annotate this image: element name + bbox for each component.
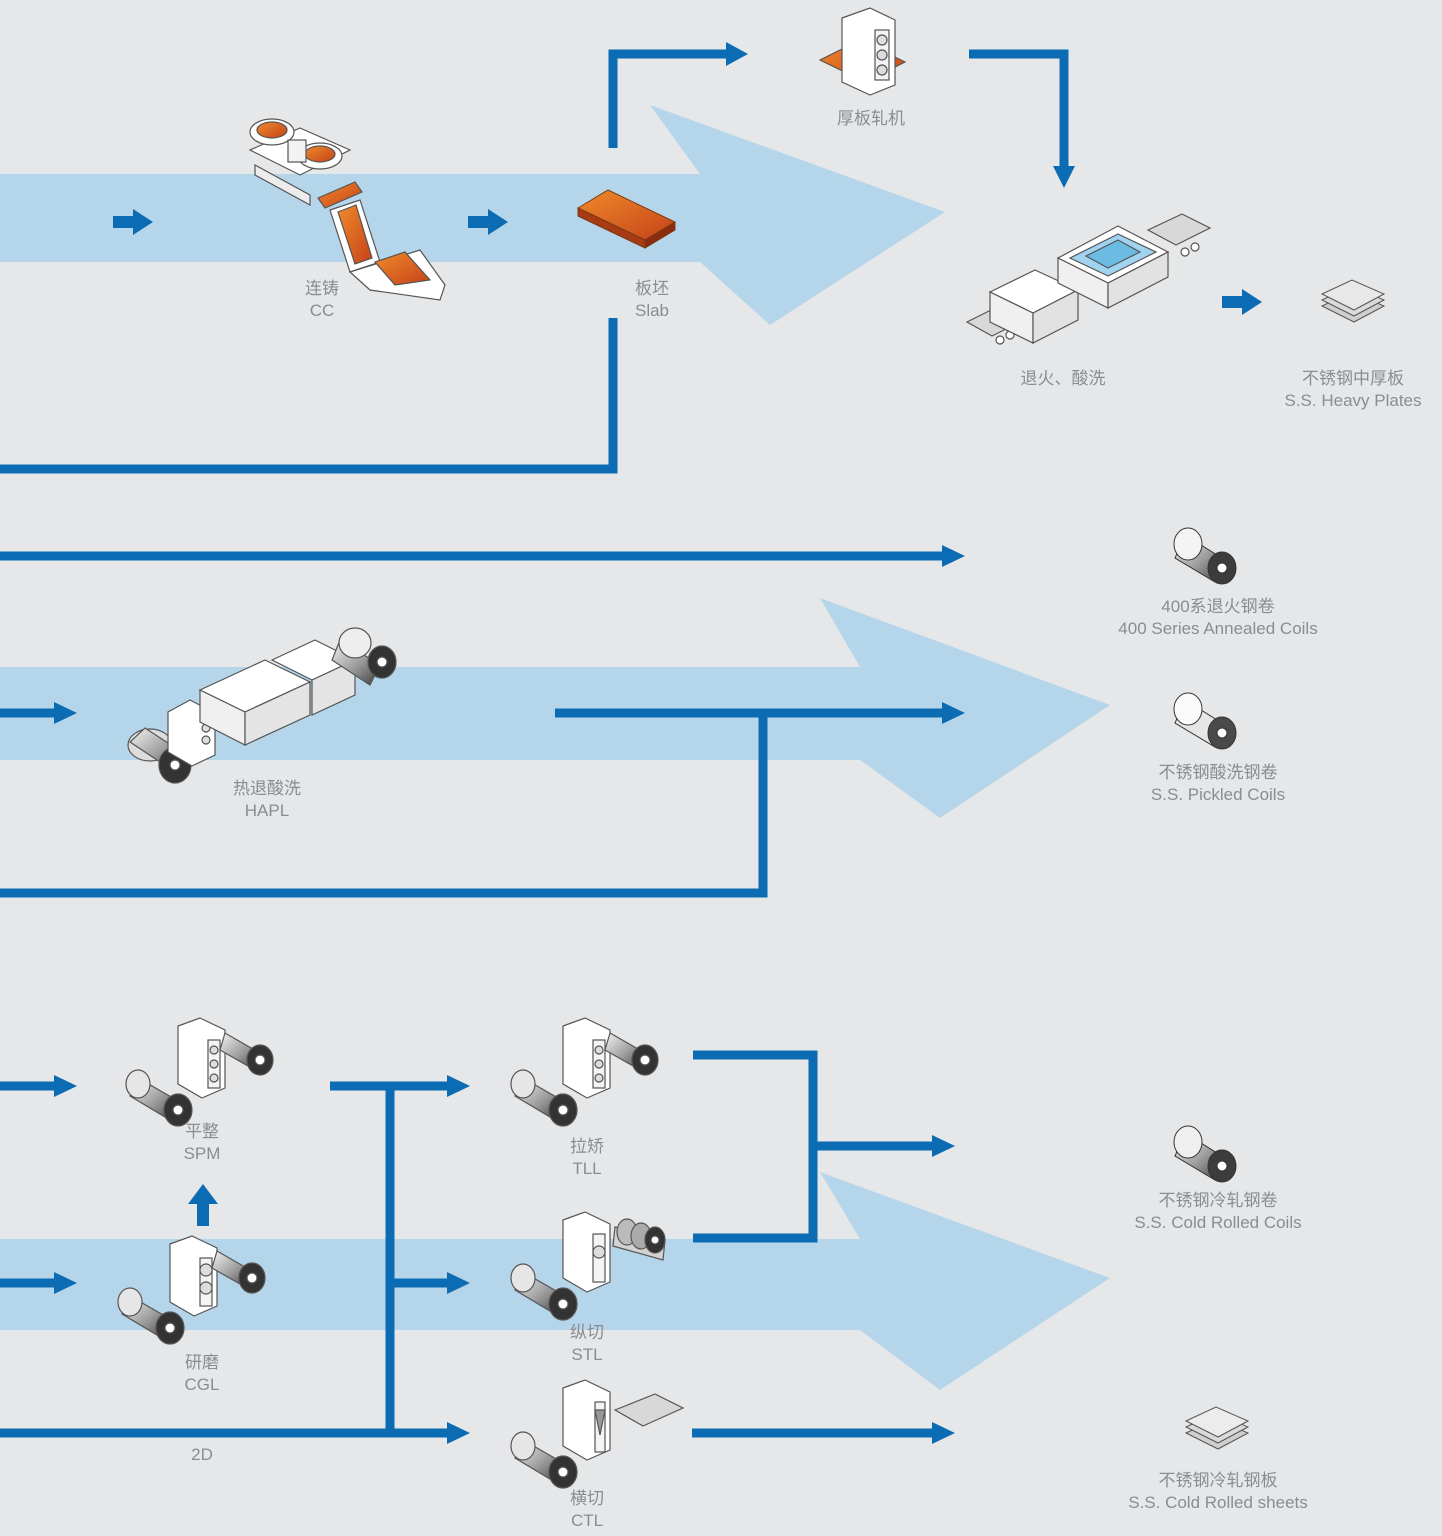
label-cold-coils-en: S.S. Cold Rolled Coils [1134, 1213, 1302, 1232]
label-pickled-coils-zh: 不锈钢酸洗钢卷 [1158, 763, 1278, 782]
arrowhead-stl [447, 1272, 470, 1294]
label-stl: 纵切 STL [570, 1322, 604, 1366]
arrowhead-400-coils [942, 545, 965, 567]
label-tll-zh: 拉矫 [570, 1137, 604, 1156]
flow-line-slab-to-plate-mill [608, 49, 730, 148]
label-400-coils-zh: 400系退火钢卷 [1161, 597, 1275, 616]
arrowhead-pickled-coils [942, 702, 965, 724]
anneal-pickle-line-icon [965, 213, 1212, 345]
flow-line-tll-stl-merge [693, 1050, 818, 1243]
band-arrow-middle [0, 598, 1110, 818]
arrowhead-hapl [54, 702, 77, 724]
label-pickled-coils-en: S.S. Pickled Coils [1150, 785, 1286, 804]
label-cold-sheets-zh: 不锈钢冷轧钢板 [1158, 1471, 1278, 1490]
label-400-coils-en: 400 Series Annealed Coils [1118, 619, 1318, 638]
flow-arrow-spm-up [188, 1184, 218, 1226]
label-cc: 连铸 CC [305, 278, 339, 322]
label-ctl-zh: 横切 [570, 1489, 604, 1508]
label-cold-sheets: 不锈钢冷轧钢板 S.S. Cold Rolled sheets [1128, 1470, 1308, 1514]
band-arrow-bottom [0, 1172, 1110, 1390]
label-stl-en: STL [571, 1345, 603, 1364]
hapl-line-icon [127, 627, 397, 784]
label-slab-zh: 板坯 [635, 279, 669, 298]
label-cgl-en: CGL [184, 1375, 220, 1394]
label-ctl-en: CTL [570, 1511, 604, 1530]
cold-rolled-sheets-stack-icon [1184, 1406, 1250, 1450]
stl-machine-icon [510, 1211, 666, 1321]
label-cc-en: CC [309, 301, 335, 320]
label-ctl: 横切 CTL [570, 1488, 604, 1532]
flow-line-slab-to-hot-rolling [0, 318, 618, 474]
flow-line-return-to-cold [0, 713, 768, 898]
coil-400-series-icon [1173, 527, 1237, 585]
label-2d-en: 2D [191, 1445, 213, 1464]
band-arrow-top [0, 105, 945, 325]
arrowhead-tll [447, 1075, 470, 1097]
label-pickled-coils: 不锈钢酸洗钢卷 S.S. Pickled Coils [1151, 762, 1285, 806]
heavy-plates-stack-icon [1320, 279, 1386, 323]
label-hapl-zh: 热退酸洗 [233, 779, 301, 798]
label-heavy-plates-zh: 不锈钢中厚板 [1301, 369, 1404, 388]
label-stl-zh: 纵切 [570, 1323, 604, 1342]
label-cold-coils-zh: 不锈钢冷轧钢卷 [1158, 1191, 1278, 1210]
label-heavy-plates-en: S.S. Heavy Plates [1284, 391, 1422, 410]
label-spm: 平整 SPM [184, 1121, 221, 1165]
label-400-coils: 400系退火钢卷 400 Series Annealed Coils [1118, 596, 1317, 640]
slab-icon [576, 189, 677, 249]
label-spm-zh: 平整 [185, 1122, 219, 1141]
coil-cold-rolled-icon [1173, 1125, 1237, 1183]
label-2d: 2D [191, 1444, 213, 1466]
arrowhead-spm [54, 1075, 77, 1097]
label-anneal-pickle-zh: 退火、酸洗 [1020, 369, 1106, 388]
label-tll-en: TLL [572, 1159, 602, 1178]
ctl-machine-icon [510, 1379, 685, 1489]
arrowhead-cold-coils [932, 1135, 955, 1157]
flow-line-plate-mill-to-anneal [969, 49, 1069, 168]
flow-arrow-to-slab [468, 209, 508, 235]
arrowhead-ctl [447, 1422, 470, 1444]
flow-arrow-to-heavy-plates [1222, 289, 1262, 315]
label-plate-mill-zh: 厚板轧机 [837, 109, 905, 128]
spm-machine-icon [125, 1017, 274, 1127]
label-slab: 板坯 Slab [635, 278, 669, 322]
label-heavy-plates: 不锈钢中厚板 S.S. Heavy Plates [1284, 368, 1421, 412]
arrowhead-plate-mill [726, 42, 748, 66]
continuous-caster-icon [248, 118, 446, 301]
arrowhead-cold-sheets [932, 1422, 955, 1444]
label-cc-zh: 连铸 [305, 279, 339, 298]
label-cgl: 研磨 CGL [185, 1352, 220, 1396]
coil-pickled-icon [1173, 692, 1237, 750]
label-cgl-zh: 研磨 [185, 1353, 219, 1372]
label-cold-sheets-en: S.S. Cold Rolled sheets [1128, 1493, 1308, 1512]
label-tll: 拉矫 TLL [570, 1136, 604, 1180]
arrowhead-anneal [1053, 166, 1075, 188]
label-anneal-pickle: 退火、酸洗 [1021, 368, 1106, 390]
label-hapl-en: HAPL [244, 801, 290, 820]
arrowhead-cgl [54, 1272, 77, 1294]
label-cold-coils: 不锈钢冷轧钢卷 S.S. Cold Rolled Coils [1134, 1190, 1301, 1234]
label-spm-en: SPM [183, 1144, 221, 1163]
label-hapl: 热退酸洗 HAPL [233, 778, 301, 822]
tll-machine-icon [510, 1017, 659, 1127]
flow-arrow-to-cc [113, 209, 153, 235]
label-slab-en: Slab [634, 301, 670, 320]
label-plate-mill: 厚板轧机 [837, 108, 905, 130]
cgl-machine-icon [117, 1235, 266, 1345]
plate-mill-icon [818, 7, 907, 96]
